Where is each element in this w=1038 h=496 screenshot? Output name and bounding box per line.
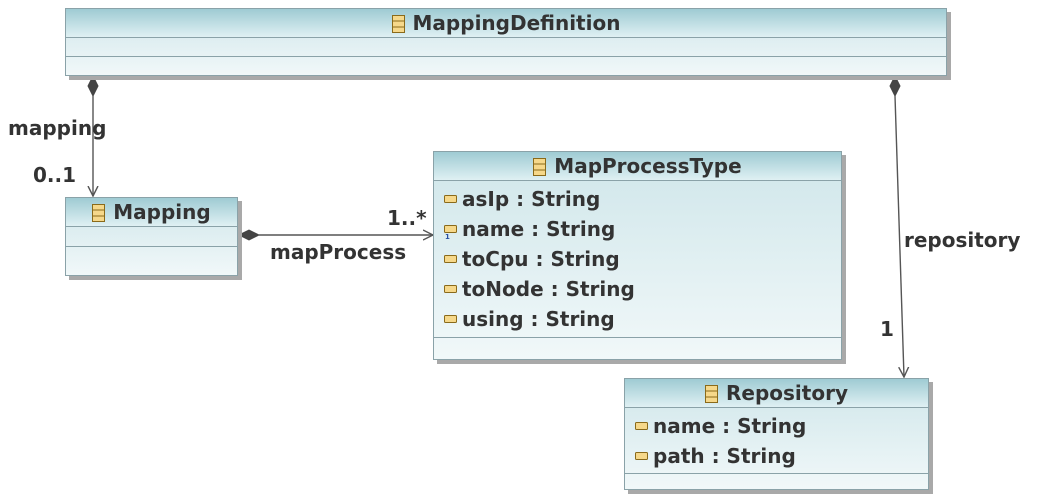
id-attribute-icon: 1 — [444, 225, 457, 241]
attribute-label: asIp : String — [462, 187, 601, 211]
attribute-tocpu[interactable]: toCpu : String — [434, 244, 841, 274]
class-name: Repository — [726, 381, 848, 405]
multiplicity-label-mapprocess: 1..* — [387, 206, 427, 230]
attributes-section — [66, 38, 946, 57]
attribute-label: name : String — [462, 217, 616, 241]
class-icon — [391, 15, 405, 33]
class-header: MappingDefinition — [66, 9, 946, 38]
association-repository[interactable] — [889, 74, 904, 377]
class-name: MappingDefinition — [412, 11, 621, 35]
class-repository[interactable]: Repository name : String path : String — [624, 378, 929, 490]
attributes-section: asIp : String 1 name : String toCpu : Str… — [434, 181, 841, 338]
composition-diamond-icon — [237, 229, 261, 241]
association-mapprocess[interactable] — [237, 229, 433, 241]
composition-diamond-icon — [889, 74, 901, 98]
role-label-mapping: mapping — [8, 116, 107, 140]
attribute-icon — [444, 195, 457, 203]
attribute-icon — [635, 452, 648, 460]
attribute-icon — [444, 315, 457, 323]
class-mappingdefinition[interactable]: MappingDefinition — [65, 8, 947, 76]
attribute-icon — [444, 285, 457, 293]
class-mapping[interactable]: Mapping — [65, 197, 238, 276]
role-label-repository: repository — [904, 228, 1021, 252]
multiplicity-label-repository: 1 — [880, 317, 894, 341]
role-label-mapprocess: mapProcess — [270, 240, 407, 264]
attributes-section — [66, 227, 237, 247]
attribute-using[interactable]: using : String — [434, 304, 841, 334]
attribute-label: toNode : String — [462, 277, 635, 301]
attribute-icon — [444, 255, 457, 263]
class-header: Repository — [625, 379, 928, 408]
attribute-label: using : String — [462, 307, 615, 331]
attribute-label: path : String — [653, 444, 796, 468]
operations-section — [434, 338, 841, 360]
class-icon — [705, 385, 718, 403]
attribute-asip[interactable]: asIp : String — [434, 184, 841, 214]
class-header: Mapping — [66, 198, 237, 227]
attribute-name[interactable]: name : String — [625, 411, 928, 441]
class-name: MapProcessType — [554, 154, 742, 178]
attribute-name[interactable]: 1 name : String — [434, 214, 841, 244]
attribute-path[interactable]: path : String — [625, 441, 928, 471]
operations-section — [625, 474, 928, 490]
composition-diamond-icon — [87, 74, 99, 98]
class-name: Mapping — [113, 200, 211, 224]
attribute-label: name : String — [653, 414, 807, 438]
attributes-section: name : String path : String — [625, 408, 928, 474]
class-mapprocesstype[interactable]: MapProcessType asIp : String 1 name : Str… — [433, 151, 842, 360]
class-icon — [92, 204, 106, 222]
attribute-tonode[interactable]: toNode : String — [434, 274, 841, 304]
operations-section — [66, 247, 237, 276]
attribute-label: toCpu : String — [462, 247, 620, 271]
association-mapping[interactable] — [87, 74, 99, 196]
multiplicity-label-mapping: 0..1 — [33, 163, 77, 187]
operations-section — [66, 57, 946, 76]
class-icon — [533, 158, 547, 176]
class-header: MapProcessType — [434, 152, 841, 181]
attribute-icon — [635, 422, 648, 430]
svg-text:1: 1 — [445, 233, 450, 241]
